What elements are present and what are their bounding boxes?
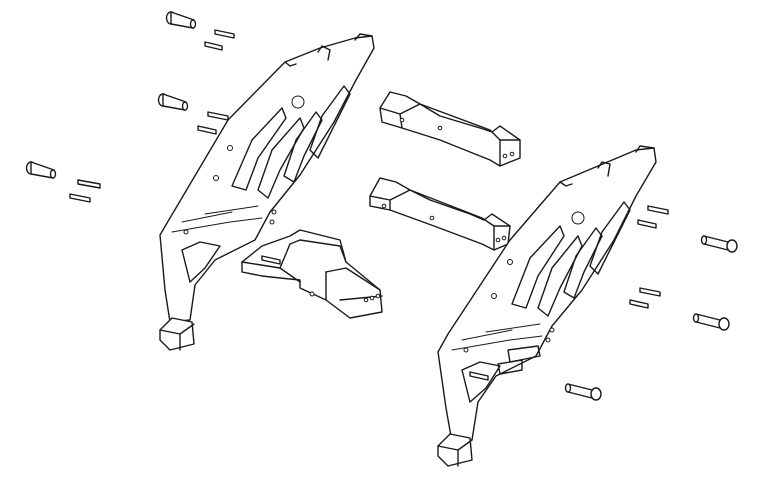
dowel-pin: [469, 371, 489, 381]
center-mount-block: [241, 229, 383, 319]
dowel-pin: [639, 287, 661, 297]
dowel-pin: [214, 29, 235, 39]
left-side-frame: [159, 33, 375, 351]
shoulder-screw: [692, 313, 730, 331]
right-side-frame: [437, 145, 657, 467]
lower-cross-brace: [369, 177, 511, 251]
shoulder-screw: [165, 11, 197, 29]
dowel-pin: [629, 299, 649, 309]
shoulder-screw: [25, 161, 57, 179]
shoulder-screw: [157, 93, 189, 111]
dowel-pin: [207, 111, 229, 121]
shoulder-screw: [564, 383, 602, 401]
dowel-pin: [204, 41, 223, 51]
dowel-pin: [69, 193, 91, 203]
shoulder-screw: [700, 235, 738, 253]
dowel-pin: [637, 219, 657, 229]
dowel-pin: [197, 125, 217, 135]
dowel-pin: [647, 205, 669, 215]
dowel-pin: [261, 255, 281, 265]
dowel-pin: [77, 179, 101, 189]
upper-cross-brace: [379, 91, 521, 167]
